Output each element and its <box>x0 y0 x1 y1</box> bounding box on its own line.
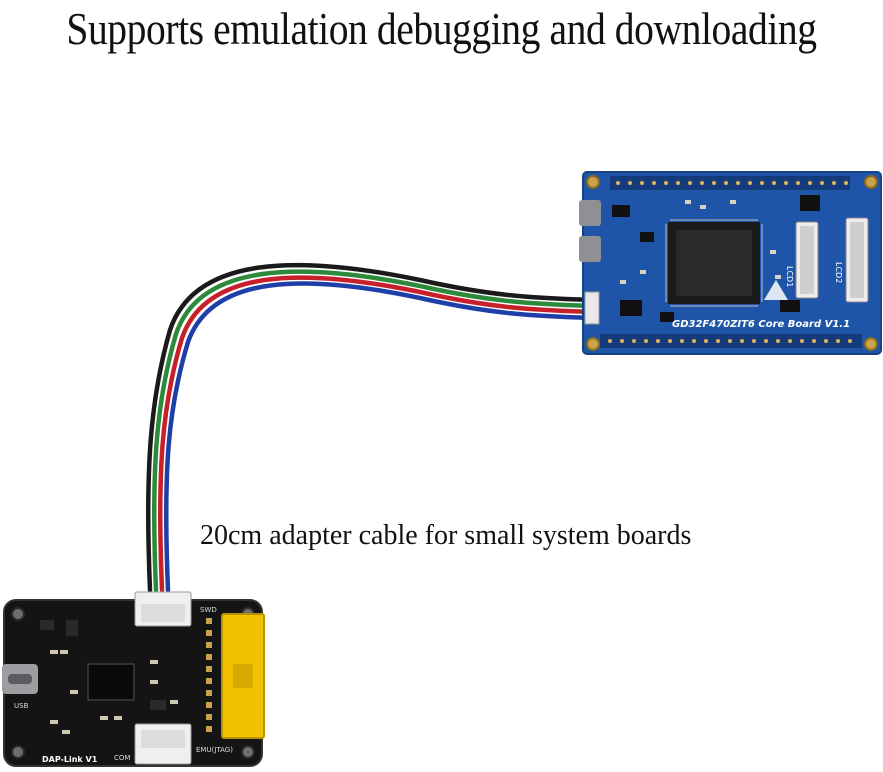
core-board-lcd2-label: LCD2 <box>834 262 843 283</box>
swd-port-label: SWD <box>200 606 217 614</box>
cable-wire-green <box>151 269 593 593</box>
usb-port-label: USB <box>14 702 29 710</box>
core-board-label: GD32F470ZIT6 Core Board V1.1 <box>672 319 850 330</box>
cable-wire-blue <box>163 281 593 593</box>
core-board-lcd1-label: LCD1 <box>785 266 794 287</box>
headline: Supports emulation debugging and downloa… <box>66 3 817 54</box>
dap-link-board: SWD COM USB <box>2 591 265 767</box>
cable-wire-black <box>145 262 593 593</box>
adapter-cable <box>145 262 593 593</box>
cable-caption: 20cm adapter cable for small system boar… <box>200 520 692 551</box>
cable-wire-red <box>157 275 593 593</box>
dap-link-label: DAP-Link V1 <box>42 755 98 764</box>
com-port-label: COM <box>114 754 130 762</box>
jtag-port-label: EMU(JTAG) <box>196 746 233 754</box>
core-board: LCD1 LCD2 GD32F470ZIT6 Core Board V1.1 <box>579 171 882 355</box>
